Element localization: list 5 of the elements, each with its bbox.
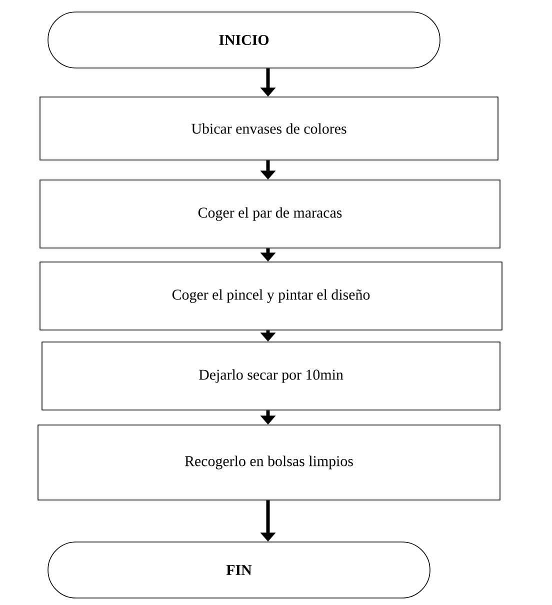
process-box: Recogerlo en bolsas limpios xyxy=(38,424,500,500)
process-box: Dejarlo secar por 10min xyxy=(42,342,500,410)
process-box: Coger el par de maracas xyxy=(40,180,500,248)
process-box: Coger el pincel y pintar el diseño xyxy=(40,262,502,330)
process-box: Ubicar envases de colores xyxy=(40,96,498,160)
